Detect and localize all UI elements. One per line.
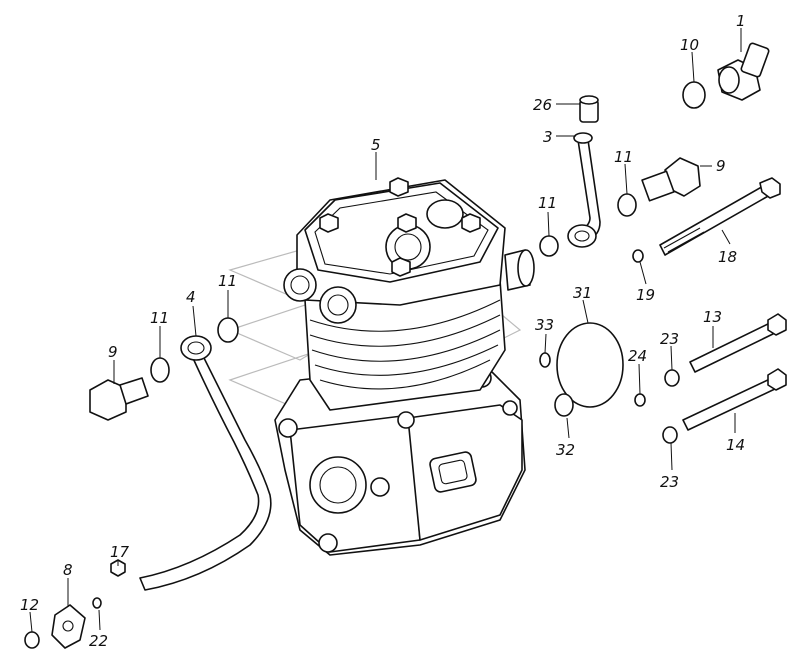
callout-26: 26 xyxy=(533,96,552,114)
callout-1: 1 xyxy=(736,12,746,30)
callout-33: 33 xyxy=(535,316,554,334)
part-9-bolt-left xyxy=(89,377,149,421)
callout-24: 24 xyxy=(628,347,647,365)
callout-4: 4 xyxy=(186,288,196,306)
pipe-4 xyxy=(139,335,272,591)
part-26-cap xyxy=(579,95,599,123)
callout-17: 17 xyxy=(110,543,130,561)
ring-12 xyxy=(24,631,40,649)
washer-23-b xyxy=(662,426,678,444)
callout-13: 13 xyxy=(703,308,722,326)
bolt-14 xyxy=(682,368,787,431)
bolt-18 xyxy=(659,177,781,256)
callout-labels: 1 10 26 3 5 11 9 11 18 19 31 33 24 23 13… xyxy=(20,12,746,650)
part-1-fitting xyxy=(717,42,770,101)
callout-12: 12 xyxy=(20,596,39,614)
washer-23-a xyxy=(664,369,680,387)
callout-9-b: 9 xyxy=(108,343,118,361)
callout-8: 8 xyxy=(63,561,73,579)
callout-23-a: 23 xyxy=(660,330,679,348)
callout-19: 19 xyxy=(636,286,655,304)
ring-32 xyxy=(554,393,574,417)
callout-11-a: 11 xyxy=(614,148,633,166)
callout-5: 5 xyxy=(371,136,381,154)
washer-11-left-a xyxy=(150,357,170,383)
washer-24 xyxy=(634,393,646,407)
washer-11-right xyxy=(617,193,637,217)
callout-10: 10 xyxy=(680,36,699,54)
pipe-3 xyxy=(567,132,601,248)
callout-11-b: 11 xyxy=(538,194,557,212)
callout-11-c: 11 xyxy=(218,272,237,290)
flange-8 xyxy=(51,604,86,649)
ring-22 xyxy=(92,597,102,609)
washer-19 xyxy=(632,249,644,263)
bolt-13 xyxy=(689,313,787,373)
callout-31: 31 xyxy=(573,284,592,302)
callout-18: 18 xyxy=(718,248,737,266)
gasket-31 xyxy=(556,322,624,408)
callout-23-b: 23 xyxy=(660,473,679,491)
callout-9-a: 9 xyxy=(716,157,726,175)
washer-10 xyxy=(682,81,706,109)
callout-32: 32 xyxy=(556,441,575,459)
leader-lines xyxy=(29,28,742,633)
washer-11-mid xyxy=(539,235,559,257)
ring-33 xyxy=(539,352,551,368)
callout-14: 14 xyxy=(726,436,745,454)
part-9-bolt-right xyxy=(641,157,701,202)
compressor-assembly xyxy=(274,177,535,556)
callout-3: 3 xyxy=(543,128,553,146)
washer-11-left-b xyxy=(217,317,239,343)
callout-22: 22 xyxy=(89,632,108,650)
head-bolts xyxy=(319,177,481,277)
callout-11-d: 11 xyxy=(150,309,169,327)
